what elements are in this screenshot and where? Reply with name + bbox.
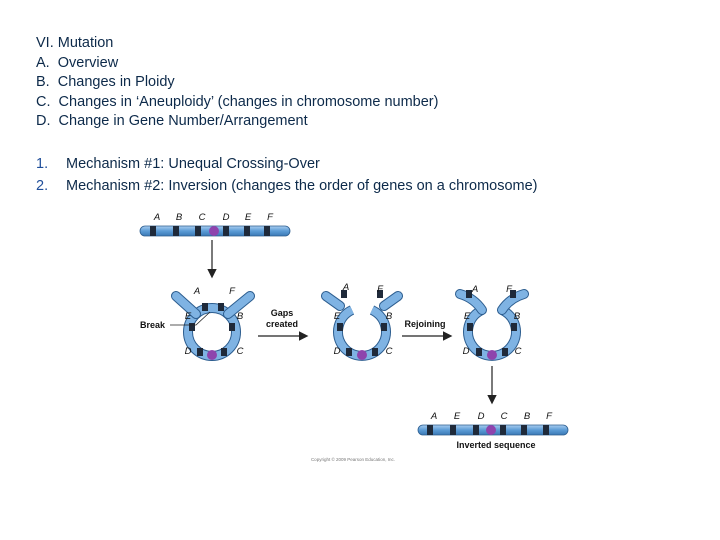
gene-label: A: [153, 212, 160, 223]
gene-label: C: [199, 212, 206, 223]
original-chromosome: [139, 225, 291, 237]
gene-label: B: [386, 311, 393, 322]
gene-label: D: [463, 346, 470, 357]
gene-label: D: [185, 346, 192, 357]
gene-label: A: [193, 286, 200, 297]
copyright-notice: Copyright © 2009 Pearson Education, Inc.: [311, 456, 395, 462]
gene-label: C: [386, 346, 393, 357]
mechanism-number: 1.: [36, 156, 49, 172]
original-gene-labels: A B C D E F: [153, 212, 274, 223]
gaps-label: Gaps: [271, 308, 294, 318]
gene-label: E: [454, 411, 461, 422]
inverted-gene-labels: A E D C B F: [430, 411, 553, 422]
mechanism-list: 1. Mechanism #1: Unequal Crossing-Over 2.…: [36, 153, 538, 197]
centromere: [486, 425, 496, 435]
inverted-chromosome: [417, 424, 569, 436]
gaps-label-2: created: [266, 319, 298, 329]
gene-label: E: [185, 311, 192, 322]
inverted-sequence-caption: Inverted sequence: [456, 440, 535, 450]
break-pointer: [170, 311, 211, 326]
gene-label: F: [506, 284, 513, 295]
centromere: [207, 350, 217, 360]
gene-label: A: [471, 284, 478, 295]
gene-label: D: [223, 212, 230, 223]
centromere: [487, 350, 497, 360]
loop-chromosome-3: [455, 289, 529, 361]
mechanism-item-2: 2. Mechanism #2: Inversion (changes the o…: [36, 175, 538, 197]
gene-label: F: [546, 411, 553, 422]
outline-list: VI. Mutation A. Overview B. Changes in P…: [36, 34, 438, 132]
outline-item-a: A. Overview: [36, 54, 119, 71]
gene-label: C: [501, 411, 508, 422]
outline-item-b: B. Changes in Ploidy: [36, 74, 175, 90]
mechanism-text: Mechanism #2: Inversion (changes the ord…: [66, 178, 538, 194]
gene-label: F: [377, 284, 384, 295]
mechanism-number: 2.: [36, 178, 49, 194]
gene-label: F: [267, 212, 274, 223]
gene-label: C: [237, 346, 244, 357]
gene-label: B: [524, 411, 531, 422]
gene-label: B: [514, 311, 521, 322]
gene-label: B: [176, 212, 183, 223]
centromere: [357, 350, 367, 360]
loop-chromosome-1: [171, 291, 255, 361]
gene-label: A: [342, 282, 349, 293]
break-label: Break: [140, 320, 166, 330]
gene-label: E: [334, 311, 341, 322]
gene-label: A: [430, 411, 437, 422]
rejoining-label: Rejoining: [405, 319, 446, 329]
gene-label: E: [464, 311, 471, 322]
gene-label: B: [237, 311, 244, 322]
centromere: [209, 226, 219, 236]
mechanism-item-1: 1. Mechanism #1: Unequal Crossing-Over: [36, 153, 538, 175]
gene-label: E: [245, 212, 252, 223]
outline-item-d: D. Change in Gene Number/Arrangement: [36, 113, 308, 129]
mechanism-text: Mechanism #1: Unequal Crossing-Over: [66, 156, 320, 172]
gene-label: D: [478, 411, 485, 422]
outline-item-c: C. Changes in ‘Aneuploidy’ (changes in c…: [36, 93, 439, 110]
gene-label: D: [334, 346, 341, 357]
loop-chromosome-2: [321, 290, 403, 361]
outline-heading: VI. Mutation: [36, 35, 114, 51]
gene-label: C: [515, 346, 522, 357]
gene-label: F: [229, 286, 236, 297]
